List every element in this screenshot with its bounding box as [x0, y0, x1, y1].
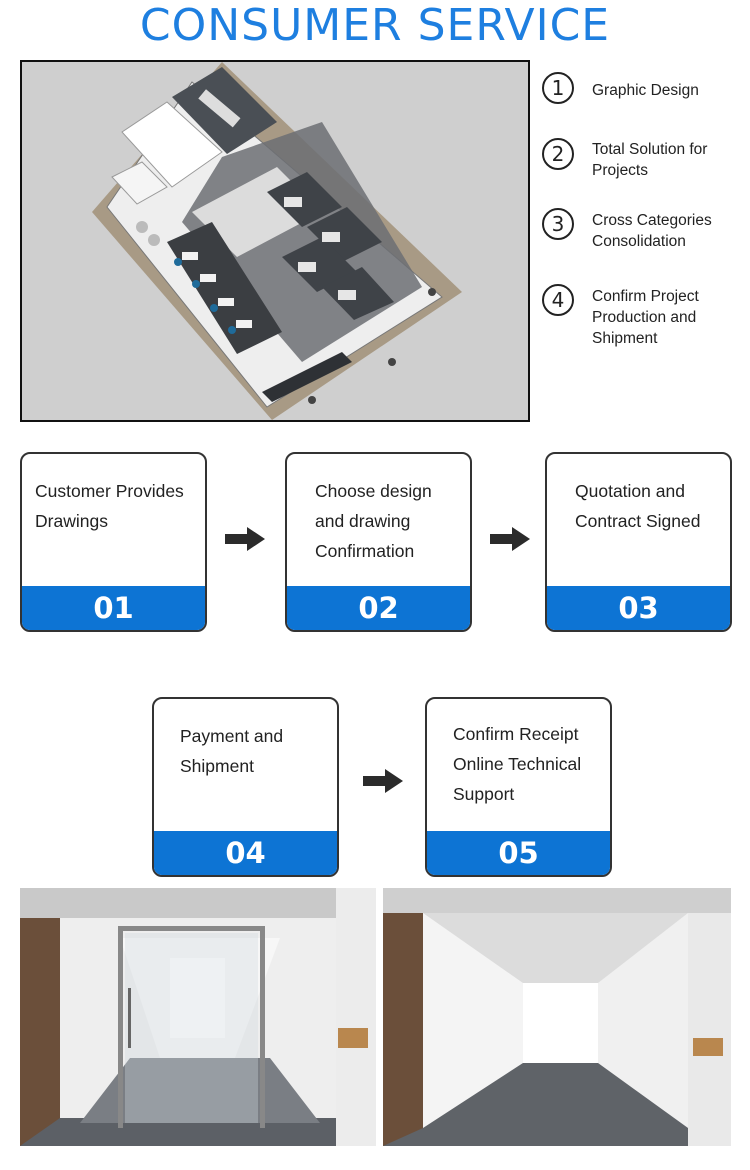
step-number: 03: [547, 586, 730, 630]
number-3-badge: 3: [542, 208, 574, 240]
step-text-line: Support: [453, 784, 515, 804]
step-card-01: Customer Provides Drawings 01: [20, 452, 207, 632]
glass-partition-corridor-photo: [20, 888, 376, 1146]
step-text-line: Payment and: [180, 726, 284, 746]
right-arrow-icon: [490, 527, 530, 551]
step-text-line: Confirm Receipt: [453, 724, 579, 744]
step-text-line: Online Technical: [453, 754, 582, 774]
step-card-03: Quotation and Contract Signed 03: [545, 452, 732, 632]
service-label: Confirm Project Production and Shipment: [592, 288, 699, 347]
step-text-line: Choose design: [315, 481, 432, 501]
right-arrow-icon: [363, 769, 403, 793]
step-number: 02: [287, 586, 470, 630]
step-number: 05: [427, 831, 610, 875]
page-title: CONSUMER SERVICE: [139, 0, 611, 51]
step-number: 01: [22, 586, 205, 630]
step-text: Quotation and Contract Signed: [575, 476, 722, 536]
step-text: Choose design and drawing Confirmation: [315, 476, 462, 566]
step-card-02: Choose design and drawing Confirmation 0…: [285, 452, 472, 632]
white-wall-corridor-photo: [383, 888, 731, 1146]
step-text: Payment and Shipment: [180, 721, 329, 781]
step-text-line: Customer Provides: [35, 481, 184, 501]
step-number: 04: [154, 831, 337, 875]
number-2-badge: 2: [542, 138, 574, 170]
step-card-04: Payment and Shipment 04: [152, 697, 339, 877]
step-text-line: Quotation and: [575, 481, 685, 501]
step-text-line: Drawings: [35, 511, 108, 531]
service-label: Graphic Design: [592, 82, 699, 99]
number-4-badge: 4: [542, 284, 574, 316]
step-text-line: Confirmation: [315, 541, 415, 561]
step-text-line: and drawing: [315, 511, 411, 531]
service-label: Total Solution for Projects: [592, 141, 708, 179]
step-card-05: Confirm Receipt Online Technical Support…: [425, 697, 612, 877]
step-text-line: Contract Signed: [575, 511, 701, 531]
service-label: Cross Categories Consolidation: [592, 212, 712, 250]
number-1-badge: 1: [542, 72, 574, 104]
office-floor-plan-image: [20, 60, 530, 422]
step-text: Customer Provides Drawings: [35, 476, 197, 536]
step-text-line: Shipment: [180, 756, 254, 776]
right-arrow-icon: [225, 527, 265, 551]
step-text: Confirm Receipt Online Technical Support: [453, 719, 602, 809]
